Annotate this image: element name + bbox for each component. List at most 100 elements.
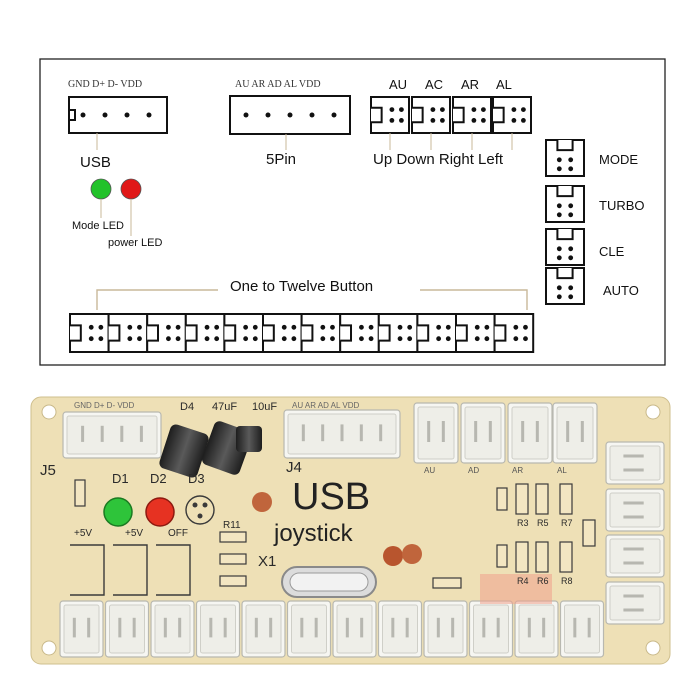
- pcb-r5: R5: [537, 518, 549, 528]
- power-led: [120, 178, 142, 200]
- pcb-connector: [559, 600, 605, 658]
- dir-header-au: AU: [389, 77, 408, 92]
- mode-led: [90, 178, 112, 200]
- pcb-connector: [413, 402, 459, 464]
- dir-header-al: AL: [496, 77, 512, 92]
- button-header: [107, 313, 149, 353]
- pcb-connector: [514, 600, 559, 658]
- usb-label: USB: [80, 154, 111, 171]
- pcb-x1: X1: [258, 553, 277, 570]
- mount-hole: [41, 640, 57, 656]
- pcb-j5: J5: [40, 462, 56, 479]
- pcb-j4: J4: [286, 459, 302, 476]
- side-header: [545, 185, 585, 223]
- button-header: [300, 313, 342, 353]
- usb-header: [68, 96, 168, 150]
- pcb-connectors: [59, 402, 665, 658]
- usb-pin-labels: GND D+ D- VDD: [68, 79, 143, 90]
- ceramic-cap: [252, 492, 272, 512]
- fivepin-label: 5Pin: [266, 151, 297, 168]
- pcb-5v-a: +5V: [74, 528, 93, 539]
- ceramic-cap: [383, 546, 403, 566]
- dir-header-ac: AC: [425, 77, 444, 92]
- pcb-connector: [59, 600, 104, 658]
- fivepin-header: [229, 95, 351, 150]
- side-header: [545, 139, 585, 177]
- pcb-d2: D2: [150, 471, 167, 486]
- pcb-connector: [423, 600, 468, 658]
- pcb-cap1: 47uF: [212, 401, 238, 413]
- button-header: [416, 313, 457, 353]
- side-label-cle: CLE: [599, 244, 625, 259]
- pcb-5v-b: +5V: [125, 528, 144, 539]
- pcb-d3: D3: [188, 471, 205, 486]
- pcb-connector: [377, 600, 423, 658]
- pcb-connector: [332, 600, 377, 658]
- side-header: [545, 267, 585, 305]
- direction-header: [370, 96, 410, 134]
- side-label-auto: AUTO: [603, 283, 639, 298]
- pcb-red-led: [145, 497, 175, 527]
- ceramic-cap: [402, 544, 422, 564]
- pcb-fivepin-silk: AU AR AD AL VDD: [292, 401, 360, 410]
- mode-led-label: Mode LED: [72, 220, 124, 232]
- power-led-label: power LED: [108, 237, 163, 249]
- side-label-mode: MODE: [599, 152, 638, 167]
- button-header: [377, 313, 419, 353]
- button-header: [262, 313, 303, 353]
- pcb-connector: [241, 600, 286, 658]
- crystal-oscillator: [281, 566, 377, 598]
- direction-header: [411, 96, 451, 134]
- pcb-ad: AD: [468, 466, 480, 475]
- button-header: [184, 313, 226, 353]
- pcb-r11: R11: [223, 520, 241, 531]
- pcb-connector: [605, 581, 665, 625]
- pcb-connector: [605, 488, 665, 532]
- pcb-connector: [195, 600, 241, 658]
- pcb-al: AL: [557, 466, 567, 475]
- pcb-connector: [507, 402, 553, 464]
- button-header: [455, 313, 496, 353]
- pcb-connector: [62, 411, 162, 459]
- pcb-connector: [104, 600, 150, 658]
- pcb-d4: D4: [180, 401, 195, 413]
- pcb-connector: [150, 600, 195, 658]
- electrolytic-caps: [159, 421, 262, 478]
- pcb-connector: [605, 441, 665, 485]
- pcb-off: OFF: [168, 528, 188, 539]
- pcb-brand-usb: USB: [292, 476, 371, 518]
- button-header: [493, 313, 535, 353]
- dir-header-ar: AR: [461, 77, 480, 92]
- pcb-green-led: [103, 497, 133, 527]
- mount-hole: [645, 404, 661, 420]
- pcb-connector: [605, 534, 665, 578]
- pcb-r4: R4: [517, 576, 529, 586]
- button-header: [69, 313, 110, 353]
- button-header: [146, 313, 187, 353]
- pcb-connector: [283, 409, 401, 459]
- direction-label: Up Down Right Left: [373, 151, 504, 168]
- wiring-diagram: [39, 58, 666, 366]
- button-header: [339, 313, 380, 353]
- side-label-turbo: TURBO: [599, 198, 645, 213]
- mount-hole: [41, 404, 57, 420]
- pcb-led-footprint: [185, 495, 215, 525]
- button-bracket: [96, 289, 528, 310]
- pcb-connector: [552, 402, 598, 464]
- pcb-r8: R8: [561, 576, 573, 586]
- button-range-label: One to Twelve Button: [230, 278, 374, 295]
- direction-header: [492, 96, 532, 134]
- pcb-connector: [468, 600, 514, 658]
- pcb-silk-boxes: [70, 544, 191, 596]
- fivepin-pin-labels: AU AR AD AL VDD: [235, 79, 321, 90]
- pcb-d1: D1: [112, 471, 129, 486]
- mount-hole: [645, 640, 661, 656]
- direction-headers: [370, 96, 532, 150]
- side-header: [545, 228, 585, 266]
- button-headers: [69, 313, 535, 353]
- pcb-cap2: 10uF: [252, 401, 278, 413]
- pcb-r6: R6: [537, 576, 549, 586]
- pcb-connector: [286, 600, 332, 658]
- direction-header: [452, 96, 492, 134]
- pcb-r7: R7: [561, 518, 573, 528]
